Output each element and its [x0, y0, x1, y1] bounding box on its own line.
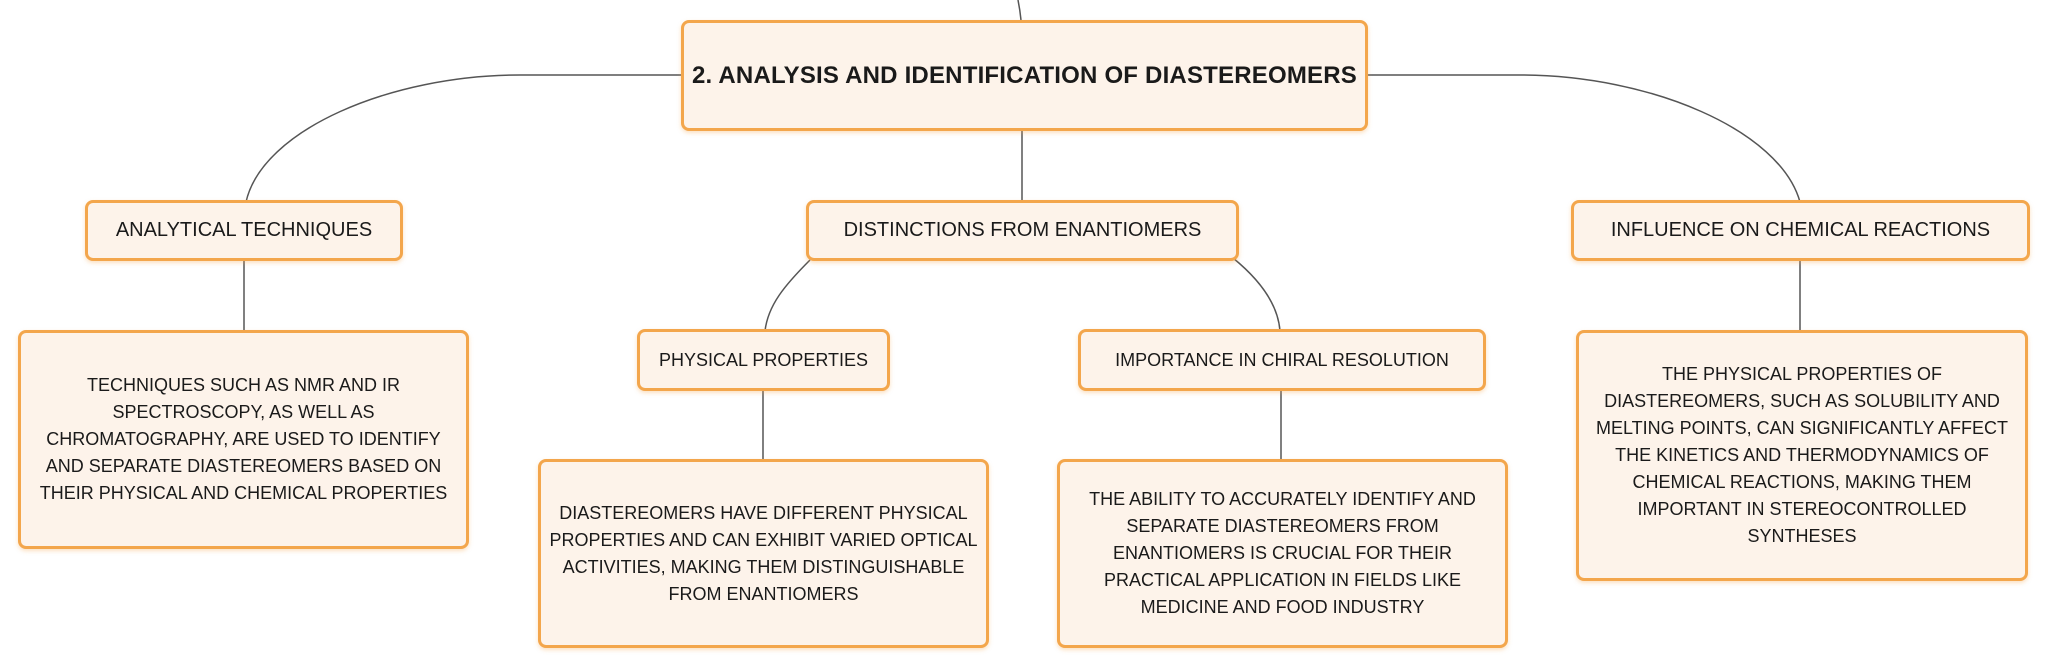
detail-analytical-techniques-text: TECHNIQUES SUCH AS NMR AND IR SPECTROSCO… — [39, 375, 448, 503]
detail-influence-text: THE PHYSICAL PROPERTIES OF DIASTEREOMERS… — [1595, 364, 2009, 546]
node-distinctions-from-enantiomers[interactable]: DISTINCTIONS FROM ENANTIOMERS — [806, 200, 1239, 261]
detail-physical-properties-text: DIASTEREOMERS HAVE DIFFERENT PHYSICAL PR… — [549, 502, 978, 604]
detail-chiral-resolution[interactable]: THE ABILITY TO ACCURATELY IDENTIFY AND S… — [1057, 459, 1508, 648]
connector-distinctions-to-chiral — [1232, 257, 1281, 332]
node-physical-properties[interactable]: PHYSICAL PROPERTIES — [637, 329, 890, 391]
connector-distinctions-to-physical — [764, 259, 811, 332]
root-node[interactable]: 2. ANALYSIS AND IDENTIFICATION OF DIASTE… — [681, 20, 1368, 131]
node-chiral-resolution-label: IMPORTANCE IN CHIRAL RESOLUTION — [1115, 349, 1449, 370]
detail-physical-properties[interactable]: DIASTEREOMERS HAVE DIFFERENT PHYSICAL PR… — [538, 459, 989, 648]
node-analytical-techniques[interactable]: ANALYTICAL TECHNIQUES — [85, 200, 403, 261]
connector-root-to-analytical — [245, 74, 681, 203]
node-analytical-techniques-label: ANALYTICAL TECHNIQUES — [115, 219, 373, 241]
node-physical-properties-label: PHYSICAL PROPERTIES — [658, 349, 869, 370]
root-label: 2. ANALYSIS AND IDENTIFICATION OF DIASTE… — [691, 61, 1357, 89]
detail-influence-on-chemical-reactions[interactable]: THE PHYSICAL PROPERTIES OF DIASTEREOMERS… — [1576, 330, 2028, 581]
connector-root-to-influence — [1368, 74, 1801, 203]
node-distinctions-label: DISTINCTIONS FROM ENANTIOMERS — [843, 219, 1202, 241]
node-influence-label: INFLUENCE ON CHEMICAL REACTIONS — [1610, 219, 1991, 241]
connector-root-incoming — [1017, 0, 1022, 21]
detail-chiral-resolution-text: THE ABILITY TO ACCURATELY IDENTIFY AND S… — [1089, 489, 1476, 617]
node-influence-on-chemical-reactions[interactable]: INFLUENCE ON CHEMICAL REACTIONS — [1571, 200, 2030, 261]
node-importance-in-chiral-resolution[interactable]: IMPORTANCE IN CHIRAL RESOLUTION — [1078, 329, 1486, 391]
detail-analytical-techniques[interactable]: TECHNIQUES SUCH AS NMR AND IR SPECTROSCO… — [18, 330, 469, 549]
